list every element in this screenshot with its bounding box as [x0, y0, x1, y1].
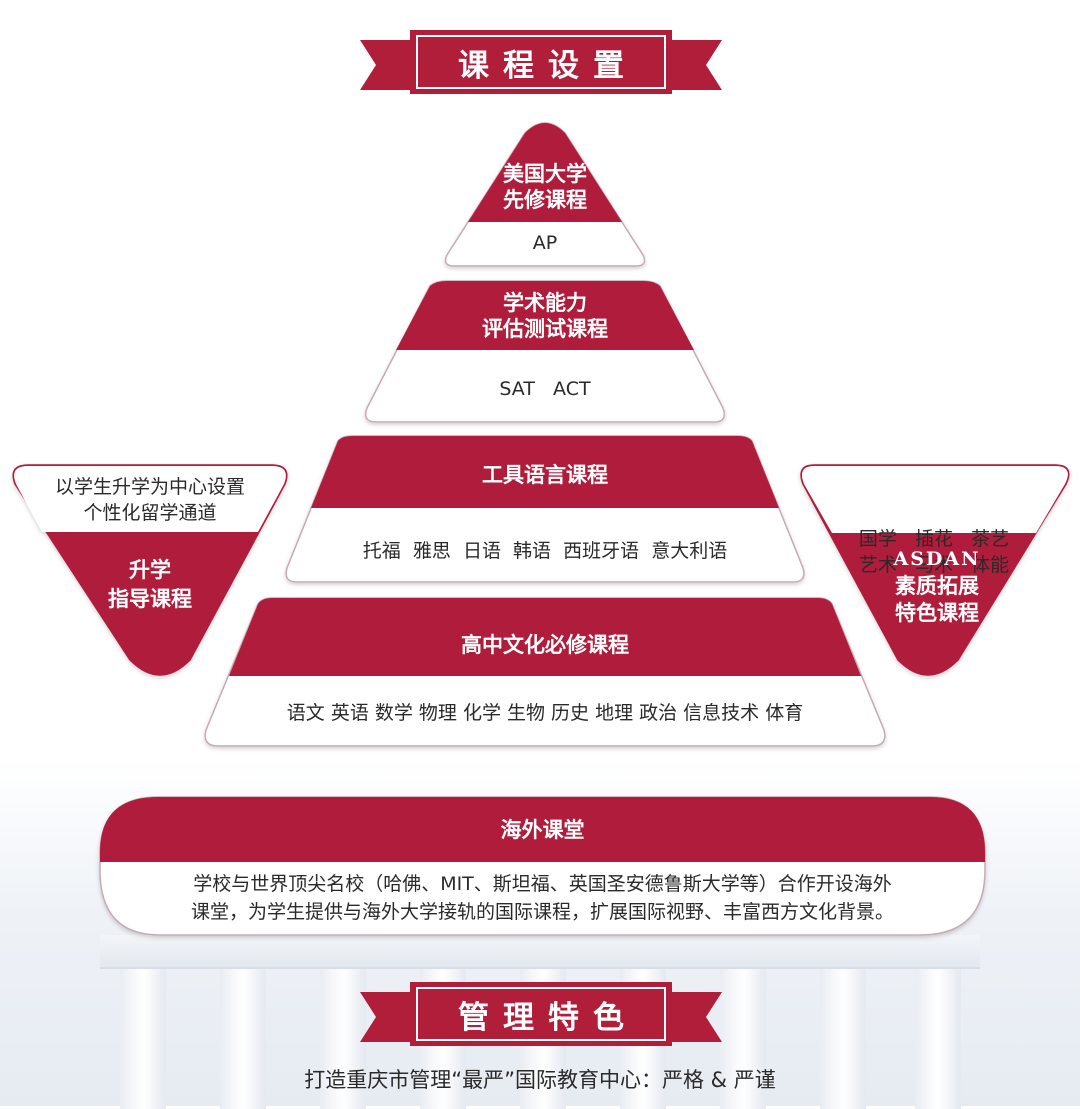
overseas-shape — [99, 796, 986, 936]
right-panel-items: 国学 插花 茶艺艺术 马术 体能 — [858, 528, 1010, 576]
course-settings-banner: 课程设置 — [360, 30, 722, 94]
ap-tier — [444, 122, 646, 267]
ap-title: 美国大学先修课程 — [503, 162, 587, 212]
overseas-description: 学校与世界顶尖名校（哈佛、MIT、斯坦福、英国圣安德鲁斯大学等）合作开设海外课堂… — [190, 873, 894, 923]
language-content: 托福 雅思 日语 韩语 西班牙语 意大利语 — [362, 540, 728, 562]
ap-content: AP — [532, 232, 558, 254]
right-panel-shape — [800, 464, 1070, 676]
section-title: 课程设置 — [458, 47, 638, 84]
core-content: 语文 英语 数学 物理 化学 生物 历史 地理 政治 信息技术 体育 — [286, 702, 804, 724]
right-panel-title: ASDAN 素质拓展 特色课程 — [893, 548, 981, 625]
assessment-content: SAT ACT — [499, 378, 591, 400]
left-panel-title: 升学指导课程 — [108, 558, 192, 611]
management-banner: 管理特色 — [360, 982, 722, 1046]
assessment-tier — [364, 280, 726, 423]
language-tier — [285, 435, 805, 583]
language-title: 工具语言课程 — [482, 463, 608, 487]
core-title: 高中文化必修课程 — [461, 633, 629, 657]
overseas-title: 海外课堂 — [500, 818, 585, 842]
left-panel-shape — [12, 464, 288, 676]
core-tier — [204, 597, 886, 747]
section-title-2: 管理特色 — [458, 999, 638, 1036]
left-panel-description: 以学生升学为中心设置个性化留学通道 — [54, 476, 245, 524]
assessment-title: 学术能力评估测试课程 — [482, 291, 608, 341]
footer-text: 打造重庆市管理“最严”国际教育中心：严格 & 严谨 — [304, 1068, 776, 1092]
